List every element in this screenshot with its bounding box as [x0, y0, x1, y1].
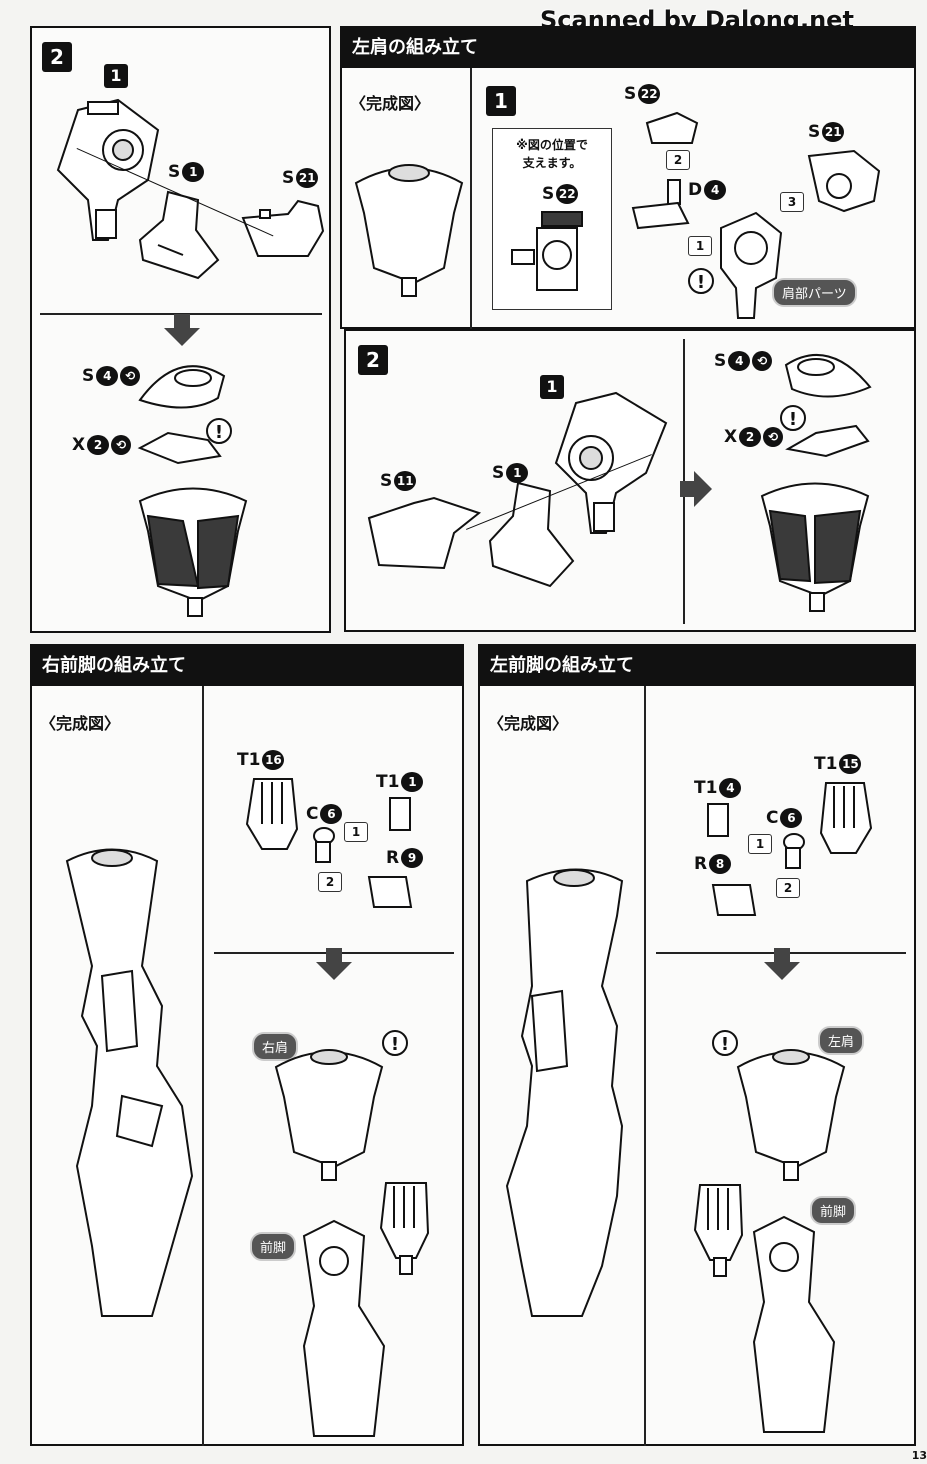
hand-t1-15: [819, 782, 873, 854]
warning-icon: !: [780, 405, 806, 431]
down-arrow: [764, 948, 800, 980]
right-shoulder-tag: 右肩: [252, 1032, 299, 1061]
warning-icon: !: [688, 268, 714, 294]
part-t1-4: [707, 803, 729, 837]
part-d4: [631, 179, 690, 230]
right-shoulder: [274, 1049, 384, 1181]
order-2: 2: [776, 878, 800, 898]
order-2: 2: [318, 872, 342, 892]
support-note-text: ※図の位置で 支えます。: [516, 138, 588, 170]
part-c6: [313, 827, 335, 863]
part-r8: [711, 884, 757, 916]
shoulder-joint-part: [554, 391, 668, 534]
substep-number: 1: [104, 64, 128, 88]
step-number: 2: [42, 42, 72, 72]
shoulder-parts-tag: 肩部パーツ: [772, 278, 857, 307]
complete-label: 〈完成図〉: [350, 94, 431, 113]
section-title: 左前脚の組み立て: [480, 646, 914, 686]
warning-icon: !: [382, 1030, 408, 1056]
left-shoulder-complete: [354, 164, 464, 297]
support-detail: [511, 211, 583, 291]
shoulder-cap-s4: [138, 365, 226, 409]
left-shoulder: [736, 1049, 846, 1181]
left-shoulder-tag: 左肩: [818, 1026, 865, 1055]
armor-plate-s1: [138, 190, 220, 280]
down-arrow: [316, 948, 352, 980]
hand-assembly: [379, 1182, 430, 1275]
warning-icon: !: [206, 418, 232, 444]
part-s21: [807, 149, 881, 213]
part-t1-1: [389, 797, 411, 831]
section-title: 右前脚の組み立て: [32, 646, 462, 686]
hand-assembly: [693, 1184, 744, 1277]
section-title: 左肩の組み立て: [342, 28, 914, 68]
page-number: 13: [911, 1449, 927, 1462]
joint-piece-x2: [785, 424, 870, 458]
shoulder-assembled: [760, 482, 870, 612]
complete-label: 〈完成図〉: [488, 714, 569, 733]
step-number: 2: [358, 345, 388, 375]
part-r9: [367, 876, 413, 908]
right-foreleg-complete: [65, 848, 194, 1317]
order-3: 3: [780, 192, 804, 212]
step-number: 1: [486, 86, 516, 116]
right-arrow: [680, 471, 712, 507]
shoulder-part: [720, 211, 783, 319]
hand-t1-16: [245, 778, 299, 850]
order-1: 1: [344, 822, 368, 842]
order-1: 1: [688, 236, 712, 256]
substep-number: 1: [540, 375, 564, 399]
joint-piece-x2: [137, 431, 222, 465]
armor-plate-s21: [241, 199, 325, 257]
shoulder-cap-s4: [784, 353, 872, 398]
complete-label: 〈完成図〉: [40, 714, 121, 733]
shoulder-assembled: [138, 487, 248, 617]
order-2: 2: [666, 150, 690, 170]
part-s22: [645, 111, 699, 144]
shoulder-joint-part: [56, 98, 160, 241]
warning-icon: !: [712, 1030, 738, 1056]
armor-plate-s1: [488, 481, 575, 588]
part-c6: [783, 833, 805, 869]
foreleg-part: [752, 1215, 836, 1433]
foreleg-part: [302, 1219, 386, 1437]
foreleg-tag: 前脚: [250, 1232, 297, 1261]
armor-plate-s11: [367, 496, 482, 570]
left-foreleg-complete: [505, 868, 624, 1317]
order-1: 1: [748, 834, 772, 854]
foreleg-tag: 前脚: [810, 1196, 857, 1225]
down-arrow: [164, 314, 200, 346]
